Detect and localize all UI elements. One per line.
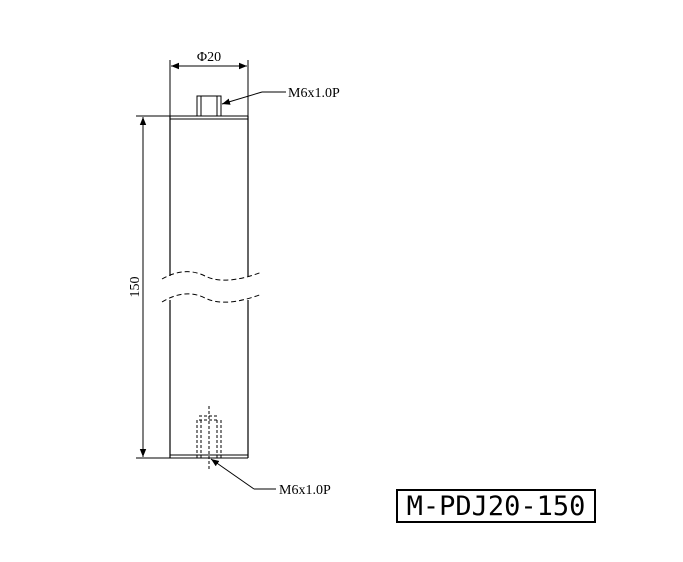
- bottom-thread-leader: [210, 458, 276, 490]
- length-label: 150: [128, 277, 143, 298]
- rod-body-lower: [169, 300, 249, 459]
- diameter-dimension: [169, 60, 249, 116]
- part-number: M-PDJ20-150: [406, 490, 586, 522]
- top-thread-leader: [221, 91, 286, 105]
- top-thread-label: M6x1.0P: [288, 86, 340, 101]
- length-dimension: [136, 115, 170, 459]
- bottom-thread-label: M6x1.0P: [279, 483, 331, 498]
- rod-body-upper: [169, 115, 249, 276]
- part-number-box: M-PDJ20-150: [396, 489, 596, 523]
- top-thread-stud: [196, 95, 222, 117]
- bottom-thread-hole: [196, 406, 222, 470]
- diameter-label: Φ20: [197, 50, 221, 65]
- break-lines: [161, 271, 263, 303]
